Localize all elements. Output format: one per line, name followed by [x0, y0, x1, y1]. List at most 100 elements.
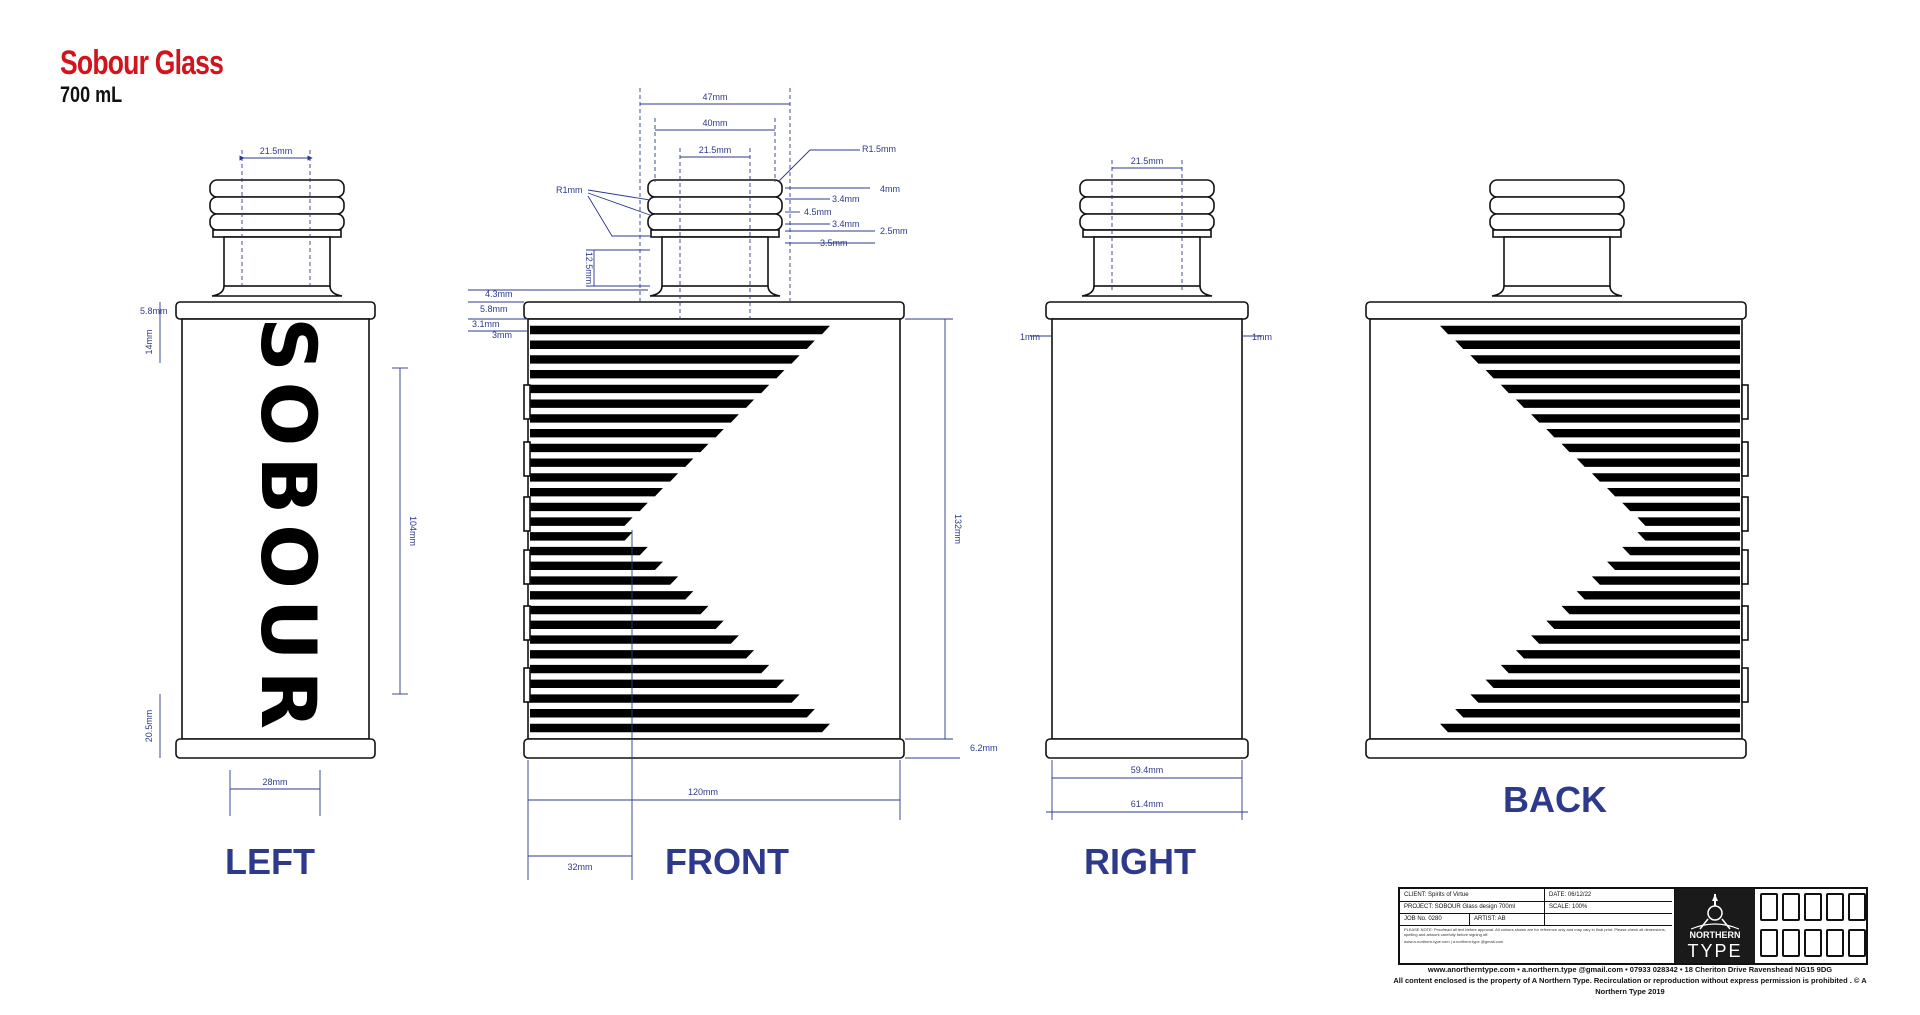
dim-front-neck-height: 12.5mm: [584, 252, 594, 285]
left-cap-ring-2: [209, 196, 345, 215]
stripe: [1622, 502, 1740, 512]
right-view: 21.5mm 1mm 1mm 59.4mm 61.4mm RIGHT: [1020, 156, 1272, 882]
notes-text: PLEASE NOTE: Proofread all text before a…: [1404, 927, 1666, 937]
title-block-row: CLIENT: Spirits of Virtue DATE: 06/12/22: [1400, 889, 1672, 902]
left-cap-ring-1: [209, 179, 345, 198]
approval-box: [1782, 929, 1800, 957]
stripe: [530, 355, 800, 364]
page-title: Sobour Glass: [60, 44, 224, 82]
left-body: [181, 318, 370, 740]
view-label-left: LEFT: [225, 841, 315, 882]
stripe: [530, 620, 724, 630]
stripe: [530, 576, 679, 585]
stripe: [530, 679, 785, 688]
dim-right-inner-width: 59.4mm: [1131, 765, 1164, 775]
approval-box: [1848, 893, 1866, 921]
right-neck: [1093, 236, 1201, 287]
dim-front-4-3: 4.3mm: [485, 289, 513, 299]
approval-box: [1848, 929, 1866, 957]
title-block-row: JOB No. 0280 ARTIST: AB: [1400, 913, 1672, 926]
approval-box: [1804, 929, 1822, 957]
stripe: [1561, 443, 1740, 453]
stripe: [1576, 458, 1740, 467]
side-tab: [1741, 667, 1749, 703]
right-base: [1045, 738, 1249, 759]
stripe: [1440, 723, 1740, 733]
side-tab: [1741, 549, 1749, 585]
stripe: [530, 473, 679, 482]
footer: www.anortherntype.com • a.northern.type …: [1380, 964, 1880, 997]
stripe: [530, 399, 755, 408]
approval-boxes: [1756, 893, 1866, 959]
back-cap-ring-1: [1489, 179, 1625, 198]
dim-front-5-8: 5.8mm: [480, 304, 508, 314]
dim-front-2-5: 2.5mm: [880, 226, 908, 236]
date-field: DATE: 06/12/22: [1549, 892, 1592, 898]
back-base: [1365, 738, 1747, 759]
blank-field: [1545, 913, 1672, 925]
stripe: [530, 664, 770, 674]
stripe: [530, 694, 800, 703]
dim-left-shoulder: 5.8mm: [140, 306, 168, 316]
stripe: [1591, 576, 1740, 585]
dim-front-height: 132mm: [953, 514, 963, 544]
side-tab: [523, 605, 531, 641]
dim-front-base: 6.2mm: [970, 743, 998, 753]
compass-icon: NORTHERN TYPE: [1687, 894, 1741, 961]
back-cap-bottom: [1492, 229, 1622, 238]
footer-copyright: All content enclosed is the property of …: [1393, 976, 1867, 996]
dim-front-mid: 40mm: [702, 118, 727, 128]
stripe: [1515, 650, 1740, 659]
dim-right-1mm-left: 1mm: [1020, 332, 1040, 342]
front-cap-ring-3: [647, 213, 783, 231]
left-wordmark: SOBOUR: [244, 317, 333, 739]
page-header: Sobour Glass 700 mL: [60, 44, 269, 108]
back-shoulder: [1365, 301, 1747, 320]
front-cap-ring-1: [647, 179, 783, 198]
back-stripes: [1440, 325, 1740, 733]
back-view: BACK: [1365, 179, 1749, 820]
stripe: [1500, 664, 1740, 674]
stripe: [530, 650, 755, 659]
dim-front-radius: R1mm: [556, 185, 583, 195]
stripe: [1455, 709, 1740, 718]
dim-front-4mm: 4mm: [880, 184, 900, 194]
stripe: [1591, 473, 1740, 482]
contact-text: www.a-northern-type.com | a.northern.typ…: [1404, 939, 1504, 944]
front-neck: [661, 236, 769, 287]
stripe: [1546, 428, 1740, 438]
dim-right-outer-width: 61.4mm: [1131, 799, 1164, 809]
front-stripes: [530, 325, 830, 733]
scale-field: SCALE: 100%: [1549, 904, 1588, 910]
stripe: [1622, 546, 1740, 556]
side-tab: [523, 667, 531, 703]
stripe: [530, 546, 648, 556]
back-body: [1369, 318, 1743, 740]
approval-box: [1826, 929, 1844, 957]
side-tab: [523, 496, 531, 532]
dim-left-label-height: 104mm: [408, 516, 418, 546]
view-label-back: BACK: [1503, 779, 1607, 820]
approval-box: [1760, 929, 1778, 957]
page-subtitle: 700 mL: [60, 82, 123, 107]
right-cap-ring-2: [1079, 196, 1215, 215]
side-tab: [1741, 605, 1749, 641]
stripe: [530, 414, 739, 423]
stripe: [1531, 635, 1740, 644]
dim-front-3-4a: 3.4mm: [832, 194, 860, 204]
left-base: [175, 738, 376, 759]
left-cap-bottom: [212, 229, 342, 238]
front-dim-line: [587, 192, 651, 216]
footer-contact: www.anortherntype.com • a.northern.type …: [1427, 965, 1833, 974]
dim-front-3-5: 3.5mm: [820, 238, 848, 248]
left-neck: [223, 236, 331, 287]
front-cap-ring-2: [647, 196, 783, 215]
stripe: [1515, 399, 1740, 408]
front-side-tabs: [523, 384, 531, 703]
stripe: [1485, 679, 1740, 688]
stripe: [530, 487, 663, 497]
left-cap-ring-3: [209, 213, 345, 231]
stripe: [530, 384, 770, 394]
stripe: [1637, 517, 1740, 526]
